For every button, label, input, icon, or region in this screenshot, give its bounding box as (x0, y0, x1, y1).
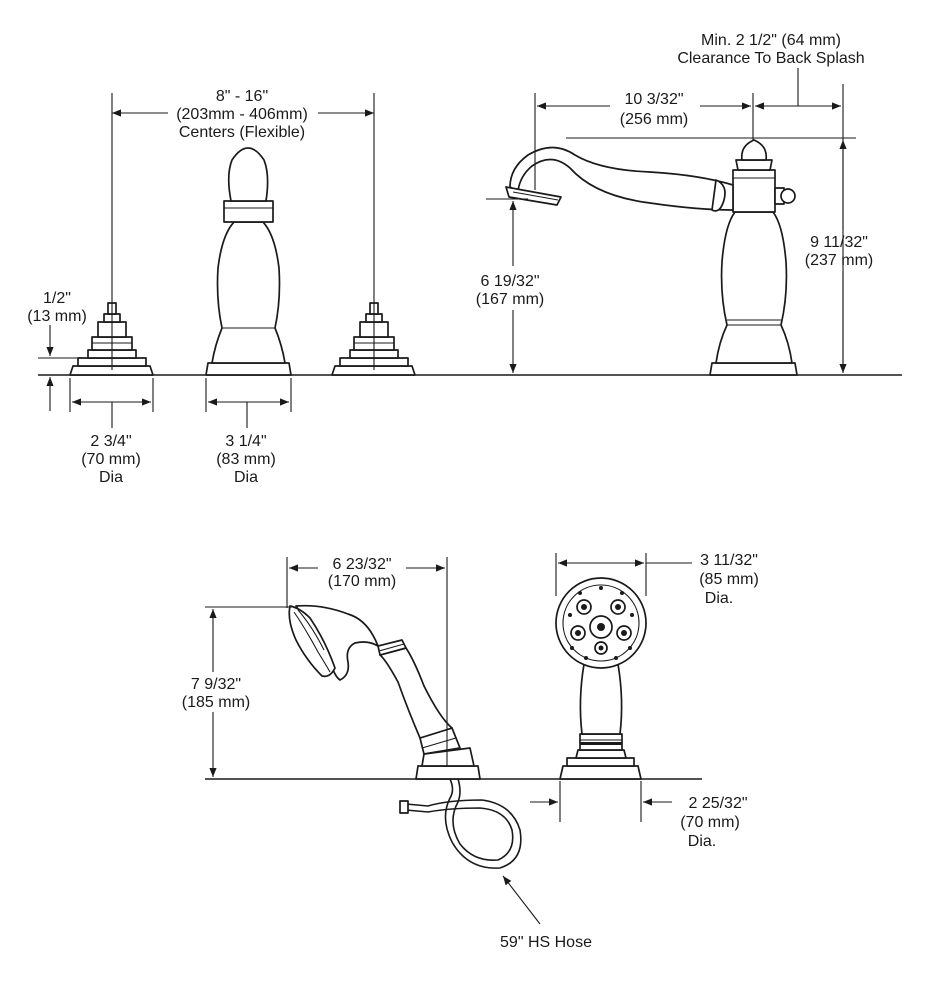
spout-total-height-label-1: 9 11/32" (810, 234, 868, 251)
handshower-base-dia-label-1: 2 25/32" (688, 795, 747, 812)
spout-total-height-dimension (566, 137, 856, 373)
spout-outlet-height-label-1: 6 19/32" (480, 273, 539, 290)
spout-base-dia-dimension (205, 378, 292, 428)
handshower-base-dia-label-3: Dia. (688, 833, 716, 850)
valve-height-label-2: (13 mm) (27, 308, 87, 325)
spout-total-height-label-2: (237 mm) (805, 252, 873, 269)
handshower-face-dia-label-2: (85 mm) (699, 571, 759, 588)
handshower-hose (399, 778, 522, 869)
handle-spacing-dimension (111, 93, 375, 370)
clearance-label-2: Clearance To Back Splash (677, 50, 864, 67)
handshower-face-dia-dimension (555, 553, 692, 596)
hose-label: 59" HS Hose (500, 934, 592, 951)
spout-base-dia-label-3: Dia (234, 469, 258, 486)
spout-base-dia-label-2: (83 mm) (216, 451, 276, 468)
handshower-base-dia-dimension (530, 781, 672, 822)
handshower-height-label-1: 7 9/32" (191, 676, 241, 693)
valve-height-label-1: 1/2" (43, 290, 71, 307)
handshower-base-dia-label-2: (70 mm) (680, 814, 740, 831)
valve-dia-label-3: Dia (99, 469, 123, 486)
handshower-length-label-2: (170 mm) (328, 573, 396, 590)
handshower-height-label-2: (185 mm) (182, 694, 250, 711)
handshower-height-dimension (205, 606, 292, 777)
spout-base-dia-label-1: 3 1/4" (225, 433, 266, 450)
hose-leader (502, 875, 541, 925)
spout-reach-label-1: 10 3/32" (624, 91, 683, 108)
valve-dia-label-1: 2 3/4" (90, 433, 131, 450)
roman-tub-spout (505, 139, 798, 376)
handshower-length-dimension (286, 557, 448, 766)
handle-spacing-label-2: (203mm - 406mm) (176, 106, 308, 123)
handshower-face-dia-label-1: 3 11/32" (700, 552, 758, 569)
spout-outlet-height-label-2: (167 mm) (476, 291, 544, 308)
valve-dia-label-2: (70 mm) (81, 451, 141, 468)
handshower-length-label-1: 6 23/32" (332, 556, 391, 573)
handshower-face-dia-label-3: Dia. (705, 590, 733, 607)
handshower-side-view (288, 604, 481, 780)
handle-spacing-label-3: Centers (Flexible) (179, 124, 305, 141)
handshower-front-view (555, 577, 647, 780)
clearance-label-1: Min. 2 1/2" (64 mm) (701, 32, 841, 49)
valve-height-dimension (38, 325, 88, 411)
spout-reach-label-2: (256 mm) (620, 111, 688, 128)
valve-dia-dimension (69, 378, 154, 428)
spout-outlet-height-dimension (486, 198, 528, 373)
spout-reach-dimension (534, 93, 754, 190)
center-lever-handle (205, 147, 292, 376)
handle-spacing-label-1: 8" - 16" (216, 88, 268, 105)
